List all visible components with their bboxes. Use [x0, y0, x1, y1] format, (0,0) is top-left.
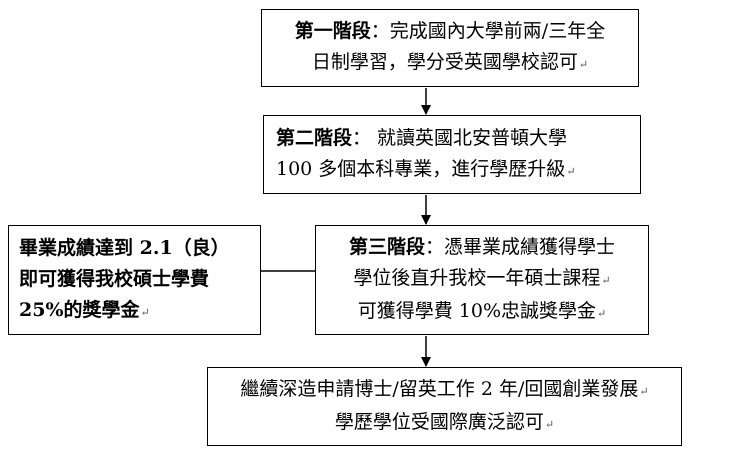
final-line2: 學歷學位受國際廣泛認可: [334, 410, 544, 433]
side-line3-wrap: 25%的獎學金↵: [19, 295, 260, 328]
final-line1: 繼續深造申請博士/留英工作 2 年/回國創業發展: [240, 377, 639, 400]
stage3-heading: 第三階段: [348, 235, 425, 258]
stage1-line1: 第一階段：完成國內大學前兩/三年全: [262, 16, 638, 47]
return-mark-icon: ↵: [578, 58, 589, 71]
stage1-heading: 第一階段: [294, 20, 371, 42]
stage2-line2: 100 多個本科專業，進行學歷升級↵: [264, 154, 640, 187]
stage3-line2: 學位後直升我校一年碩士課程↵: [316, 263, 648, 296]
stage1-text2: 日制學習，學分受英國學校認可: [311, 51, 578, 73]
side-line3: 25%的獎學金: [19, 298, 140, 321]
stage3-text1: ：憑畢業成績獲得學士: [425, 235, 616, 258]
return-mark-icon: ↵: [597, 306, 607, 320]
scholarship-note-box: 畢業成績達到 2.1（良） 即可獲得我校碩士學費 25%的獎學金↵: [8, 225, 261, 335]
return-mark-icon: ↵: [140, 305, 150, 319]
stage2-text1: ： 就讀英國北安普頓大學: [352, 126, 568, 149]
stage3-line1: 第三階段：憑畢業成績獲得學士: [316, 232, 648, 263]
return-mark-icon: ↵: [639, 384, 649, 398]
stage2-line1: 第二階段： 就讀英國北安普頓大學: [264, 123, 640, 154]
stage3-text3: 可獲得學費 10%忠誠獎學金: [357, 299, 597, 322]
side-line1: 畢業成績達到 2.1（良）: [19, 236, 230, 259]
stage1-text1: ：完成國內大學前兩/三年全: [370, 20, 606, 42]
stage2-box: 第二階段： 就讀英國北安普頓大學 100 多個本科專業，進行學歷升級↵: [263, 115, 641, 194]
side-line2: 即可獲得我校碩士學費: [19, 267, 210, 290]
stage3-text2: 學位後直升我校一年碩士課程: [353, 266, 601, 289]
return-mark-icon: ↵: [544, 417, 555, 431]
stage2-text2: 100 多個本科專業，進行學歷升級: [276, 157, 566, 180]
final-line2-wrap: 學歷學位受國際廣泛認可↵: [208, 407, 681, 440]
final-line1-wrap: 繼續深造申請博士/留英工作 2 年/回國創業發展↵: [208, 374, 681, 407]
stage3-line3: 可獲得學費 10%忠誠獎學金↵: [316, 296, 648, 329]
stage1-box: 第一階段：完成國內大學前兩/三年全 日制學習，學分受英國學校認可↵: [261, 9, 639, 87]
final-outcome-box: 繼續深造申請博士/留英工作 2 年/回國創業發展↵ 學歷學位受國際廣泛認可↵: [207, 367, 682, 446]
stage1-line2: 日制學習，學分受英國學校認可↵: [262, 47, 638, 80]
stage2-heading: 第二階段: [276, 126, 353, 149]
return-mark-icon: ↵: [601, 273, 611, 287]
stage3-box: 第三階段：憑畢業成績獲得學士 學位後直升我校一年碩士課程↵ 可獲得學費 10%忠…: [315, 225, 649, 335]
return-mark-icon: ↵: [566, 164, 576, 178]
